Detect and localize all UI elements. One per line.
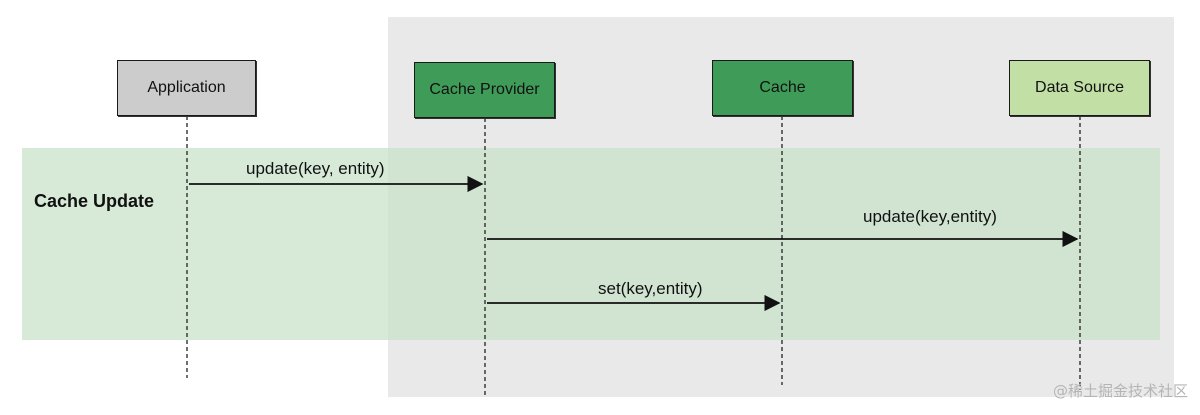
participant-data-source: Data Source [1009,60,1150,116]
participant-cache: Cache [712,60,853,116]
message-label-set-cache: set(key,entity) [598,279,703,298]
message-label-update-data-source: update(key,entity) [863,207,997,226]
watermark: @稀土掘金技术社区 [1052,382,1188,400]
participant-cache-label: Cache [759,79,806,96]
participant-application-label: Application [147,79,226,96]
frame-label: Cache Update [34,191,155,211]
cache-update-frame [22,148,1160,340]
message-label-update-cache-provider: update(key, entity) [246,159,385,178]
participant-application: Application [117,60,256,116]
participant-cache-provider: Cache Provider [414,62,555,118]
participant-cache-provider-label: Cache Provider [429,81,540,98]
participant-data-source-label: Data Source [1035,79,1124,96]
